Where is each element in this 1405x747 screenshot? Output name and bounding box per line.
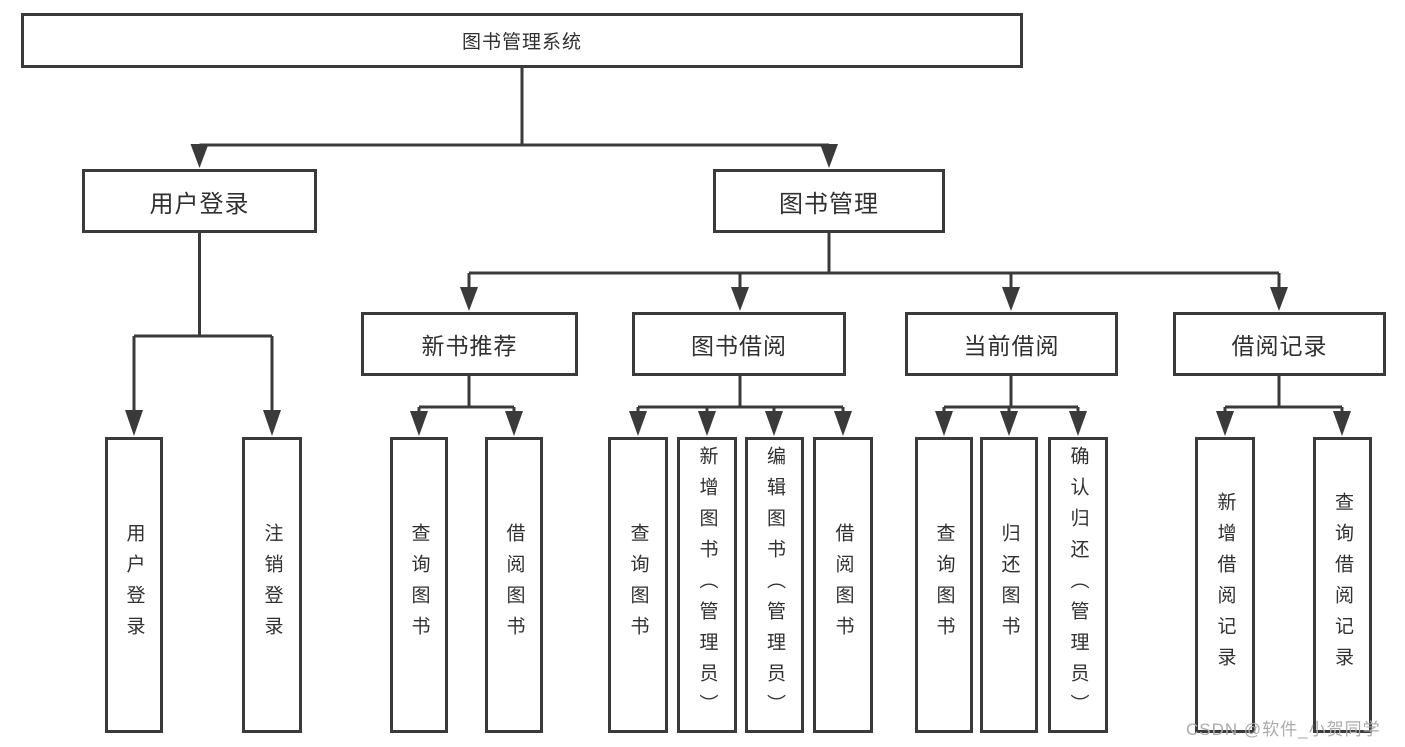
- leaf-return-book: 归还图书: [980, 437, 1038, 733]
- leaf-logout: 注销登录: [242, 437, 302, 733]
- connector-book-borrow-to-leaves: [629, 376, 852, 436]
- watermark: CSDN @软件_小贺同学: [1186, 720, 1381, 739]
- leaf-query-books-borrow: 查询图书: [608, 437, 668, 733]
- node-new-book-recommend: 新书推荐: [361, 312, 578, 376]
- leaf-user-login: 用户登录: [105, 437, 163, 733]
- leaf-add-book-admin: 新增图书（管理员）: [677, 437, 737, 733]
- leaf-add-borrow-record: 新增借阅记录: [1195, 437, 1255, 733]
- node-user-login: 用户登录: [82, 169, 317, 233]
- leaf-query-books-recommend: 查询图书: [390, 437, 448, 733]
- node-book-borrow: 图书借阅: [632, 312, 846, 376]
- leaf-borrow-books: 借阅图书: [813, 437, 873, 733]
- leaf-query-books-current: 查询图书: [915, 437, 973, 733]
- connector-new-book-to-leaves: [410, 376, 523, 436]
- connector-current-borrow-to-leaves: [935, 376, 1087, 436]
- connector-book-management-to-level3: [460, 233, 1288, 311]
- node-borrow-records: 借阅记录: [1173, 312, 1386, 376]
- connector-borrow-records-to-leaves: [1216, 376, 1351, 436]
- leaf-borrow-books-recommend: 借阅图书: [485, 437, 543, 733]
- node-book-management: 图书管理: [713, 169, 945, 233]
- connector-user-login-to-leaves: [125, 233, 281, 436]
- node-current-borrow: 当前借阅: [905, 312, 1118, 376]
- leaf-query-borrow-record: 查询借阅记录: [1313, 437, 1372, 733]
- leaf-edit-book-admin: 编辑图书（管理员）: [745, 437, 804, 733]
- connector-root-to-level2: [190, 68, 838, 168]
- leaf-confirm-return-admin: 确认归还（管理员）: [1048, 437, 1108, 733]
- node-library-management-system: 图书管理系统: [21, 13, 1023, 68]
